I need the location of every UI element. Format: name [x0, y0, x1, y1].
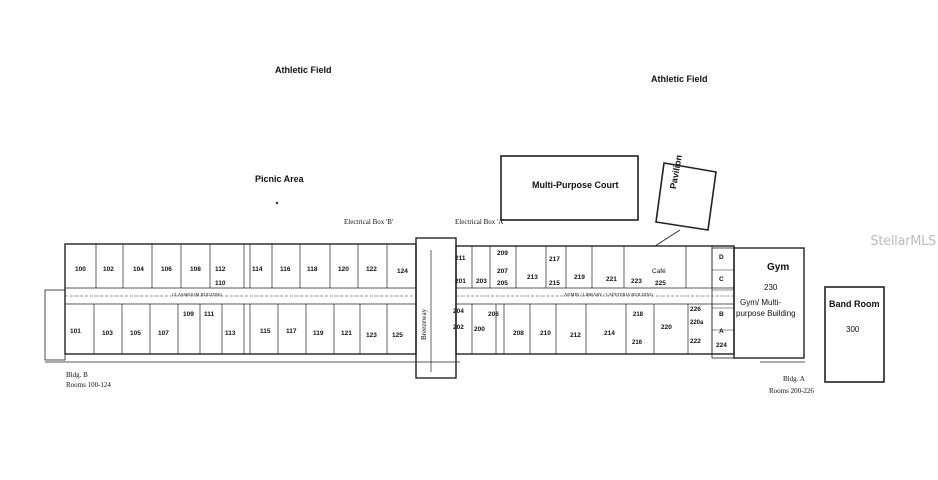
room-number: 125 — [392, 332, 403, 339]
room-number: 206 — [488, 311, 499, 318]
room-number: B — [719, 311, 724, 318]
room-number: 123 — [366, 332, 377, 339]
room-number: 220a — [690, 320, 704, 326]
room-number: 109 — [183, 311, 194, 318]
room-number: 110 — [215, 280, 226, 287]
athletic-field-label: Athletic Field — [651, 74, 708, 84]
building-b-rooms: Rooms 100-124 — [66, 381, 111, 389]
room-number: 225 — [655, 280, 666, 287]
room-number: 214 — [604, 330, 615, 337]
room-number: 208 — [513, 330, 524, 337]
room-number: 207 — [497, 268, 508, 275]
building-b-outline — [64, 243, 417, 355]
room-number: 211 — [455, 255, 466, 262]
room-number: 218 — [633, 312, 644, 318]
room-number: 216 — [632, 340, 643, 346]
room-number: 122 — [366, 266, 377, 273]
room-number: 226 — [690, 306, 701, 313]
room-number: 210 — [540, 330, 551, 337]
band-room-number: 300 — [846, 325, 860, 334]
room-number: 116 — [280, 266, 291, 273]
room-number: 222 — [690, 338, 701, 345]
gym-description: Gym/ Multi- — [740, 298, 781, 307]
room-number: D — [719, 254, 724, 261]
corridor-label: ADMIN / LIBRARY / CAFETERIA BUILDING — [564, 292, 653, 297]
room-number: 202 — [453, 324, 464, 331]
building-a-label: Bldg. A — [783, 375, 805, 383]
room-number: 115 — [260, 328, 271, 335]
room-number: 204 — [453, 308, 464, 315]
room-number: 203 — [476, 278, 487, 285]
multi-purpose-court-outline — [500, 155, 639, 221]
room-number: 217 — [549, 256, 560, 263]
room-number: 101 — [70, 328, 81, 335]
room-number: 201 — [455, 278, 466, 285]
multi-purpose-court-label: Multi-Purpose Court — [532, 180, 619, 190]
building-a-rooms: Rooms 200-226 — [769, 387, 814, 395]
room-number: 213 — [527, 274, 538, 281]
cafe-label: Café — [652, 268, 666, 275]
room-number: 223 — [631, 278, 642, 285]
room-number: C — [719, 276, 724, 283]
room-number: 215 — [549, 280, 560, 287]
band-room-label: Band Room — [829, 299, 880, 309]
room-number: 219 — [574, 274, 585, 281]
room-number: 102 — [103, 266, 114, 273]
room-number: 114 — [252, 266, 263, 273]
room-number: 212 — [570, 332, 581, 339]
room-number: 107 — [158, 330, 169, 337]
room-number: 121 — [341, 330, 352, 337]
room-number: 221 — [606, 276, 617, 283]
room-number: 100 — [75, 266, 86, 273]
band-room-outline — [824, 286, 885, 383]
gym-label: Gym — [767, 262, 790, 273]
room-number: 124 — [397, 268, 408, 275]
room-number: 205 — [497, 280, 508, 287]
gym-room-number: 230 — [764, 283, 778, 292]
picnic-area-label: Picnic Area — [255, 174, 304, 184]
electrical-box-b-label: Electrical Box 'B' — [344, 218, 394, 226]
room-number: 104 — [133, 266, 144, 273]
room-number: 106 — [161, 266, 172, 273]
room-number: 220 — [661, 324, 672, 331]
building-b-label: Bldg. B — [66, 371, 88, 379]
room-number: 108 — [190, 266, 201, 273]
gym-description: purpose Building — [736, 309, 796, 318]
electrical-box-a-label: Electrical Box 'A' — [455, 218, 505, 226]
room-number: 117 — [286, 328, 297, 335]
pavilion-outline — [655, 162, 717, 231]
room-number: A — [719, 328, 724, 335]
corridor-label: CLASSROOM BUILDING — [172, 292, 223, 297]
room-number: 224 — [716, 342, 727, 349]
room-number: 112 — [215, 266, 226, 273]
room-number: 118 — [307, 266, 318, 273]
room-number: 113 — [225, 330, 236, 337]
watermark: StellarMLS — [870, 234, 936, 249]
room-number: 209 — [497, 250, 508, 257]
room-number: 111 — [204, 311, 215, 318]
athletic-field-label: Athletic Field — [275, 65, 332, 75]
room-number: 200 — [474, 326, 485, 333]
room-number: 105 — [130, 330, 141, 337]
room-number: 103 — [102, 330, 113, 337]
room-number: 119 — [313, 330, 324, 337]
breezeway-label: Breezeway — [420, 308, 428, 340]
room-number: 120 — [338, 266, 349, 273]
